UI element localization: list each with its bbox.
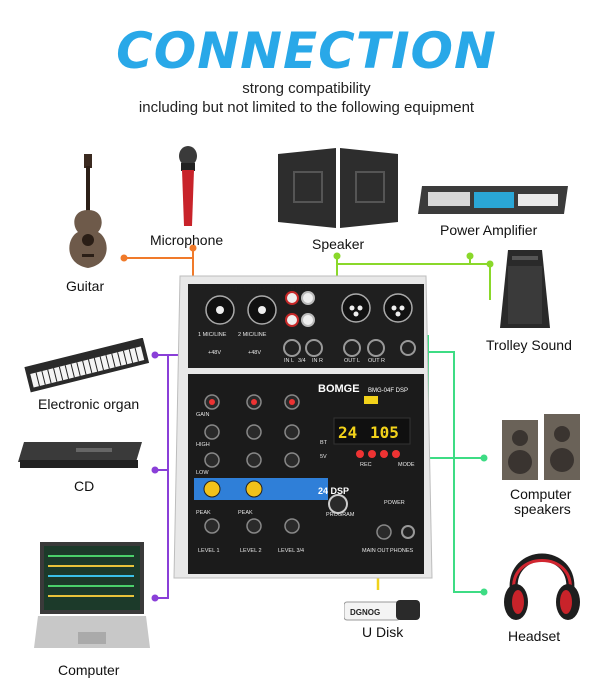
mixer-phones: PHONES xyxy=(390,548,414,554)
mixer-main-out: MAIN OUT xyxy=(362,548,390,554)
power-amplifier-icon xyxy=(418,186,568,214)
mixer-rec: REC xyxy=(360,462,372,468)
u-disk-label: U Disk xyxy=(362,624,404,640)
computer-label: Computer xyxy=(58,662,120,678)
wire-end-organ xyxy=(151,351,159,359)
trolley-sound-label: Trolley Sound xyxy=(486,337,572,353)
electronic-organ-label: Electronic organ xyxy=(38,396,140,412)
speaker-label: Speaker xyxy=(312,236,365,252)
mixer-mode: MODE xyxy=(398,462,415,468)
microphone-label: Microphone xyxy=(150,232,224,248)
mixer-side-bt: BT xyxy=(320,440,328,446)
power-amplifier-label: Power Amplifier xyxy=(440,222,538,238)
wire-computer-speakers xyxy=(427,340,484,459)
computer-speakers-label-2: speakers xyxy=(514,501,571,517)
guitar-label: Guitar xyxy=(66,278,105,294)
mixer-high-label: HIGH xyxy=(196,442,210,448)
mixer-level-1: LEVEL 1 xyxy=(198,548,220,554)
wire-end-computer-speakers xyxy=(480,454,488,462)
mixer-input-label-6: OUT L xyxy=(344,358,360,364)
wire-computer xyxy=(155,470,169,599)
guitar-icon xyxy=(69,154,107,268)
mixer-low-label: LOW xyxy=(196,470,209,476)
wire-end-guitar xyxy=(120,254,128,262)
mixer-brand: BOMGE xyxy=(318,383,360,395)
speaker-icon xyxy=(278,148,398,228)
wire-cd xyxy=(155,355,169,471)
wire-end-power-amp xyxy=(466,252,474,260)
mixer-knobs xyxy=(204,394,392,540)
cd-player-icon xyxy=(18,442,142,468)
mixer-peak-label-1: PEAK xyxy=(196,510,211,516)
mixer-display-2: 105 xyxy=(370,423,399,442)
computer-speakers-icon xyxy=(502,414,580,480)
wire-end-computer xyxy=(151,594,159,602)
wire-end-speaker xyxy=(333,252,341,260)
trolley-sound-icon xyxy=(500,250,550,328)
wire-end-trolley xyxy=(486,260,494,268)
mixer-top-label: Professional 4-Channel Sound Card Mixer xyxy=(200,286,311,292)
u-disk-brand: DGNOG xyxy=(350,608,380,617)
mixer-dsp-label: 24 DSP xyxy=(318,486,349,496)
mixer-level-3: LEVEL 3/4 xyxy=(278,548,304,554)
wire-power-amp xyxy=(337,256,471,265)
subtitle-line-1: strong compatibility xyxy=(242,80,371,97)
mixer-input-label-4: 3/4 xyxy=(298,358,306,364)
wire-end-microphone xyxy=(189,244,197,252)
u-disk-icon: DGNOG xyxy=(344,600,420,621)
mixer-program: PROGRAM xyxy=(326,512,355,518)
mixer-peak-label-2: PEAK xyxy=(238,510,253,516)
wire-trolley xyxy=(470,263,491,300)
microphone-icon xyxy=(179,146,197,226)
page-title: CONNECTION xyxy=(116,22,497,80)
mixer-input-label-5: IN R xyxy=(312,358,323,364)
wire-end-cd xyxy=(151,466,159,474)
mixer-input-label-3: IN L xyxy=(284,358,294,364)
mixer-power: POWER xyxy=(384,500,405,506)
mixer-icon: Professional 4-Channel Sound Card Mixer … xyxy=(173,275,433,579)
headset-icon xyxy=(504,553,580,620)
subtitle-line-2: including but not limited to the followi… xyxy=(138,99,475,116)
mixer-model: BMG-04F DSP xyxy=(368,388,408,394)
cd-label: CD xyxy=(74,478,95,494)
mixer-display: 24 xyxy=(338,423,357,442)
mixer-gain-label: GAIN xyxy=(196,412,209,418)
mixer-level-2: LEVEL 2 xyxy=(240,548,262,554)
mixer-input-label-1: 1 MIC/LINE xyxy=(198,332,227,338)
mixer-side-5v: 5V xyxy=(320,454,327,460)
computer-icon xyxy=(34,542,150,648)
electronic-organ-icon xyxy=(24,338,150,393)
headset-label: Headset xyxy=(508,628,561,644)
wire-end-headset xyxy=(480,588,488,596)
computer-speakers-label-1: Computer xyxy=(510,486,572,502)
mixer-input-label-7: OUT R xyxy=(368,358,385,364)
mixer-phantom-1: +48V xyxy=(208,350,221,356)
mixer-phantom-2: +48V xyxy=(248,350,261,356)
mixer-input-label-2: 2 MIC/LINE xyxy=(238,332,267,338)
